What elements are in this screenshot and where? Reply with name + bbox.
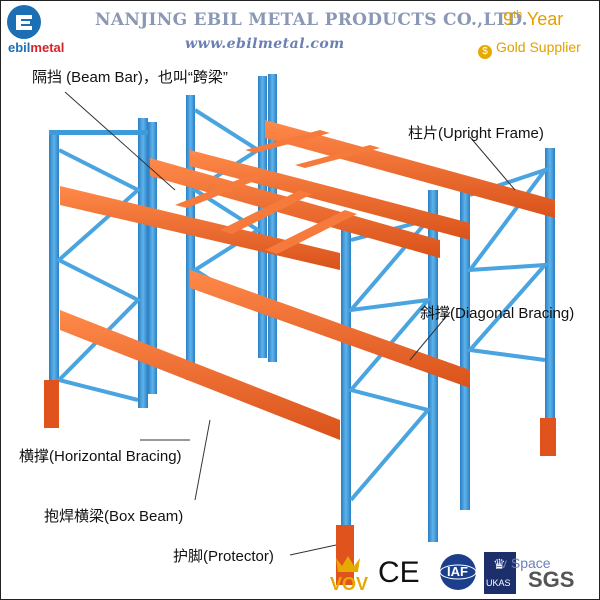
label-upright-frame: 柱片(Upright Frame) [408,125,544,142]
leader-lines [64,91,516,556]
gold-supplier-badge: $Gold Supplier [478,39,581,59]
company-name: NANJING EBIL METAL PRODUCTS CO.,LTD. [95,10,528,30]
iaf-globe-icon [439,554,477,590]
vov-logo: VOV [326,554,370,594]
label-diagonal-bracing: 斜撑(Diagonal Bracing) [420,305,575,322]
label-box-beam: 抱焊横梁(Box Beam) [44,508,184,525]
left-upright-frame [44,118,148,428]
label-beam-bar: 隔挡 (Beam Bar)，也叫“跨梁” [32,69,228,86]
ukas-crown-icon: ♛ [493,556,506,572]
website-url[interactable]: www.ebilmetal.com [185,36,345,52]
beam-bars [175,130,380,254]
label-horizontal-bracing: 横撑(Horizontal Bracing) [19,448,182,465]
year-badge: 9th Year [503,9,564,29]
logo-text: ebilmetal [8,40,65,55]
ukas-logo: ♛ UKAS [484,552,516,594]
header-banner: ebilmetal NANJING EBIL METAL PRODUCTS CO… [0,0,600,62]
ebil-logo-icon [7,5,41,39]
ce-mark: CE [378,556,420,589]
iaf-logo: IAF [438,552,478,592]
sgs-logo: SGS [528,567,575,592]
space-text: v Space [500,555,551,571]
label-protector: 护脚(Protector) [173,548,274,565]
gold-medal-icon: $ [478,45,492,59]
crown-icon [336,556,360,572]
